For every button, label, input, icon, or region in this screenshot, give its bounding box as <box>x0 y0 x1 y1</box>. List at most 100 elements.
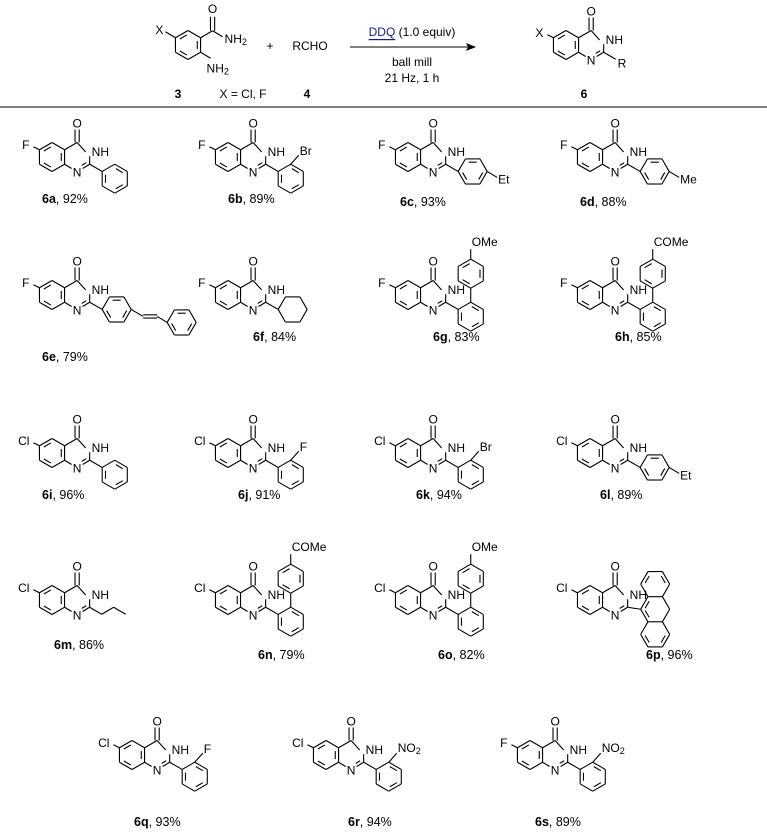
oxygen-atom: O <box>586 5 595 19</box>
compound-caption: 6r, 94% <box>348 815 392 829</box>
bromo-substituent: Br <box>300 144 312 158</box>
compound-caption: 6h, 85% <box>615 330 662 344</box>
nh-group: NH <box>92 145 109 159</box>
compound-caption: 6d, 88% <box>580 195 627 209</box>
acetyl-group: COMe <box>292 540 327 554</box>
caption-separator: , <box>630 330 637 344</box>
nitrogen-atom: N <box>73 462 82 476</box>
compound-id: 6a <box>42 192 57 206</box>
aldehyde-formula: RCHO <box>292 39 327 53</box>
compound-label-6: 6 <box>581 87 588 101</box>
substituent-x: Cl <box>374 581 385 595</box>
compound-id: 6p <box>646 648 661 662</box>
nitrogen-atom: N <box>73 304 82 318</box>
caption-separator: , <box>72 638 79 652</box>
compound-yield: 91% <box>255 488 280 502</box>
nh-group: NH <box>630 145 647 159</box>
compound-id: 6o <box>438 648 453 662</box>
compound-id: 6g <box>433 330 448 344</box>
oxygen-atom: O <box>72 117 81 131</box>
nitro-group: NO2 <box>398 741 421 756</box>
compound-yield: 88% <box>602 195 627 209</box>
caption-separator: , <box>56 192 63 206</box>
compound-id: 6i <box>42 488 52 502</box>
substituent-x: F <box>560 138 567 152</box>
nitrogen-atom: N <box>249 609 258 623</box>
compound-yield: 89% <box>556 815 581 829</box>
compound-id: 6q <box>134 815 149 829</box>
substituent-x: F <box>22 276 29 290</box>
compound-caption: 6a, 92% <box>42 192 88 206</box>
substituent-x: F <box>560 276 567 290</box>
oxygen-atom: O <box>248 255 257 269</box>
condition-frequency-time: 21 Hz, 1 h <box>385 71 440 85</box>
compound-caption: 6f, 84% <box>253 330 296 344</box>
nh-group: NH <box>268 145 285 159</box>
compound-id: 6f <box>253 330 265 344</box>
caption-separator: , <box>243 192 250 206</box>
caption-separator: , <box>273 648 280 662</box>
compound-caption: 6i, 96% <box>42 488 84 502</box>
compound-yield: 94% <box>437 488 462 502</box>
compound-yield: 85% <box>637 330 662 344</box>
nh-group: NH <box>92 588 109 602</box>
oxygen-atom: O <box>610 255 619 269</box>
fluoro-substituent: F <box>300 440 307 454</box>
caption-separator: , <box>610 488 617 502</box>
ethyl-substituent: Et <box>680 468 692 482</box>
nitro-group: NO2 <box>602 741 625 756</box>
compound-caption: 6s, 89% <box>535 815 581 829</box>
oxygen-atom: O <box>72 413 81 427</box>
nh-group: NH <box>630 283 647 297</box>
compound-id: 6b <box>228 192 243 206</box>
reagent-name: DDQ <box>369 25 396 39</box>
compound-yield: 96% <box>59 488 84 502</box>
caption-separator: , <box>549 815 556 829</box>
oxygen-atom: O <box>610 413 619 427</box>
nh-group: NH <box>606 33 623 47</box>
compound-caption: 6o, 82% <box>438 648 485 662</box>
compound-id: 6n <box>258 648 273 662</box>
compound-caption: 6j, 91% <box>238 488 280 502</box>
reagent-label: DDQ (1.0 equiv) <box>369 25 456 39</box>
substituent-x: Cl <box>194 581 205 595</box>
compound-yield: 94% <box>367 815 392 829</box>
oxygen-atom: O <box>248 560 257 574</box>
substituent-x: Cl <box>98 736 109 750</box>
nitrogen-atom: N <box>611 462 620 476</box>
compound-yield: 82% <box>460 648 485 662</box>
compound-caption: 6n, 79% <box>258 648 305 662</box>
nh-group: NH <box>268 588 285 602</box>
compound-yield: 79% <box>63 350 88 364</box>
nitrogen-atom: N <box>249 462 258 476</box>
oxygen-atom: O <box>610 560 619 574</box>
compound-caption: 6b, 89% <box>228 192 275 206</box>
nh-group: NH <box>630 588 647 602</box>
substituent-x: X <box>535 26 543 40</box>
compound-id: 6r <box>348 815 360 829</box>
compound-yield: 93% <box>156 815 181 829</box>
oxygen-atom: O <box>72 560 81 574</box>
compound-caption: 6e, 79% <box>42 350 88 364</box>
reagent-amount: (1.0 equiv) <box>395 25 455 39</box>
nh-group: NH <box>172 743 189 757</box>
compound-yield: 96% <box>668 648 693 662</box>
nitrogen-atom: N <box>153 764 162 778</box>
caption-separator: , <box>661 648 668 662</box>
compound-id: 6c <box>400 195 414 209</box>
compound-yield: 89% <box>617 488 642 502</box>
substituent-x: X <box>155 23 163 37</box>
substituent-x: F <box>198 138 205 152</box>
compound-caption: 6g, 83% <box>433 330 480 344</box>
compound-caption: 6c, 93% <box>400 195 446 209</box>
substituent-x: Cl <box>374 434 385 448</box>
caption-separator: , <box>414 195 421 209</box>
nh-group: NH <box>268 283 285 297</box>
